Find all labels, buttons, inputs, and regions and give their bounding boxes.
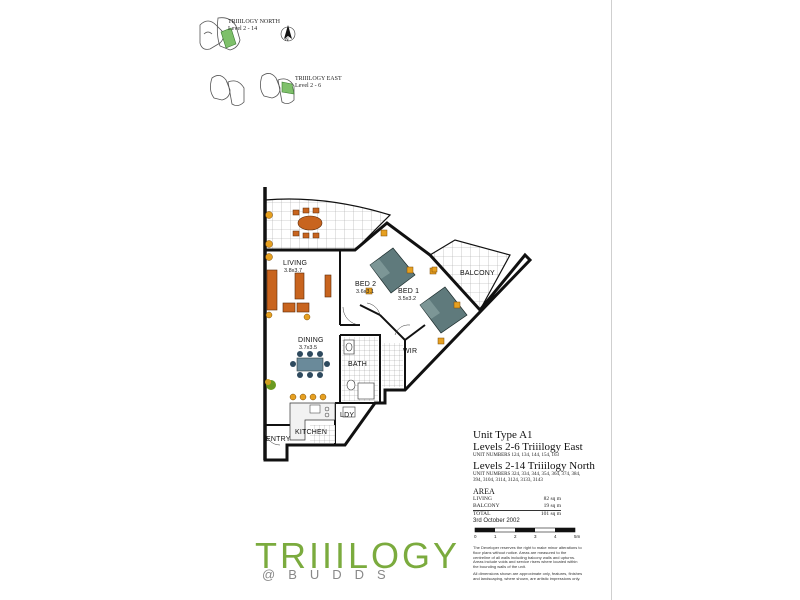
dining-set <box>290 351 330 378</box>
area-label: TOTAL <box>473 511 491 517</box>
key-plan-east-right <box>260 73 295 104</box>
room-bed2-label: BED 2 <box>355 281 377 288</box>
key-plan-north-levels: Level 2 - 14 <box>228 26 258 32</box>
north-levels: Levels 2-14 Triiilogy North <box>473 460 595 472</box>
sofa-icon <box>266 269 278 311</box>
scale-label: 0 <box>474 534 477 539</box>
indoor-plant-icon <box>265 379 276 390</box>
key-plan-east-highlight <box>281 81 295 95</box>
area-row: LIVING 82 sq m <box>473 496 561 503</box>
balcony-dining-set <box>292 207 323 239</box>
plan-date: 3rd October 2002 <box>473 518 520 524</box>
disclaimer-1: The Developer reserves the right to make… <box>473 545 582 570</box>
plant-icon <box>265 211 273 219</box>
room-bed2-dim: 3.6x3.1 <box>356 289 375 295</box>
room-living-label: LIVING <box>283 260 308 267</box>
plant-icon <box>265 240 273 248</box>
bedside-tables <box>365 229 461 345</box>
east-levels: Levels 2-6 Triiilogy East <box>473 441 583 453</box>
wir-floor <box>382 343 403 387</box>
scale-label: 2 <box>514 534 517 539</box>
kitchen-stools <box>289 393 327 401</box>
key-plan-north-highlight <box>220 27 237 49</box>
cooktop-icon <box>324 406 330 412</box>
outer-walls <box>263 187 533 462</box>
key-plan-diagram <box>199 17 296 106</box>
coffee-table-icon <box>294 272 305 300</box>
brand-logo-sub: @BUDDS <box>262 567 399 582</box>
area-value: 19 sq m <box>543 503 561 509</box>
key-plan-north-label: TRIIILOGY NORTH Level 2 - 14 <box>228 19 280 33</box>
room-balcony-label: BALCONY <box>460 270 495 277</box>
room-dining-dim: 3.7x3.5 <box>299 345 318 351</box>
room-living-dim: 3.8x3.7 <box>284 268 303 274</box>
floor-plan <box>263 187 533 462</box>
brand-logo: TRIIILOGY <box>255 535 461 576</box>
tv-cabinet-icon <box>324 274 332 298</box>
north-unit-numbers-1: UNIT NUMBERS 324, 334, 344, 354, 364, 37… <box>473 472 581 477</box>
dining-table-icon <box>296 357 324 372</box>
north-unit-numbers-2: 394, 3104, 3114, 3124, 3133, 3143 <box>473 478 543 483</box>
scale-label: 1 <box>494 534 497 539</box>
disclaimer-2: All dimensions shown are approximate onl… <box>473 571 583 581</box>
scale-bar <box>474 527 576 533</box>
area-value: 82 sq m <box>543 496 561 502</box>
area-table: LIVING 82 sq m BALCONY 19 sq m TOTAL 101 sq m <box>473 496 608 518</box>
room-bed1-label: BED 1 <box>398 288 420 295</box>
room-entry-label: ENTRY <box>266 436 291 443</box>
toilet-icon <box>346 379 356 391</box>
key-plan-east-title: TRIIILOGY EAST <box>295 76 342 82</box>
area-value: 101 sq m <box>540 511 561 517</box>
room-ldy-label: LDY <box>340 412 355 419</box>
key-plan-north-title: TRIIILOGY NORTH <box>228 19 280 25</box>
area-label: BALCONY <box>473 503 500 509</box>
page-divider <box>611 0 612 600</box>
area-heading: AREA <box>473 487 495 496</box>
room-bath-label: BATH <box>348 361 367 368</box>
unit-info: Unit Type A1 Levels 2-6 Triiilogy East U… <box>473 429 608 518</box>
armchair-icon <box>282 302 296 313</box>
vanity-icon <box>343 339 355 355</box>
room-dining-label: DINING <box>298 337 324 344</box>
room-bed1-dim: 3.5x3.2 <box>398 296 417 302</box>
area-label: LIVING <box>473 496 492 502</box>
door-swings <box>264 302 411 446</box>
shower-icon <box>357 382 375 400</box>
room-wir-label: WIR <box>403 348 418 355</box>
bed-2-icon <box>369 247 416 294</box>
kitchen-bench <box>289 402 336 441</box>
laundry-tub-icon <box>342 406 356 418</box>
armchair-icon <box>296 302 310 313</box>
unit-type: Unit Type A1 <box>473 429 533 441</box>
kitchen-floor <box>310 425 335 443</box>
area-row: TOTAL 101 sq m <box>473 510 561 518</box>
east-unit-numbers: UNIT NUMBERS 124, 134, 144, 154, 163 <box>473 453 560 458</box>
scale-label: 3 <box>534 534 537 539</box>
north-arrow-icon <box>280 25 296 42</box>
key-plan-east-levels: Level 2 - 6 <box>295 83 322 89</box>
north-arrow-label: N <box>285 37 289 43</box>
key-plan-east-label: TRIIILOGY EAST Level 2 - 6 <box>295 76 342 90</box>
living-furniture <box>265 253 332 321</box>
top-balcony <box>264 198 392 251</box>
scale-label: 5m <box>574 534 581 539</box>
bed-1-icon <box>419 286 468 334</box>
room-kitchen-label: KITCHEN <box>295 429 328 436</box>
key-plan-east-left <box>210 75 245 106</box>
scale-label: 4 <box>554 534 557 539</box>
area-row: BALCONY 19 sq m <box>473 503 561 510</box>
sink-icon <box>309 404 321 414</box>
scale-labels: 0 1 2 3 4 5m <box>472 534 584 542</box>
